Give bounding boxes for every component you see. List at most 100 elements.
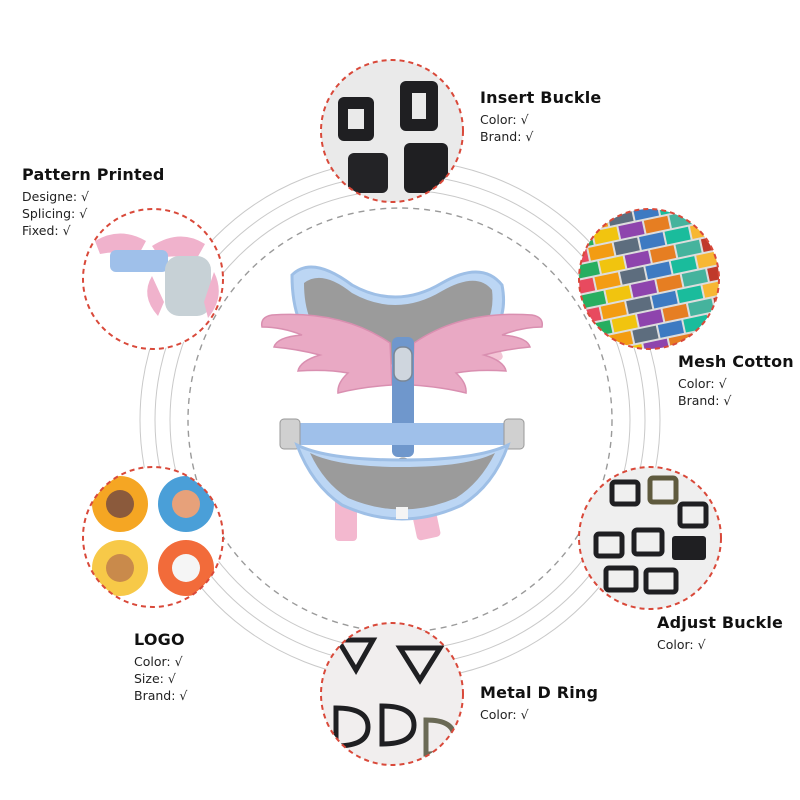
feature-detail: Brand: √ <box>678 393 732 408</box>
slider-buckle <box>609 479 641 507</box>
feature-detail: Color: √ <box>657 637 706 652</box>
fabric-swatch <box>687 298 715 317</box>
feature-title: Insert Buckle <box>480 88 602 107</box>
pattern-printed-photo <box>82 208 224 350</box>
fabric-swatch <box>637 309 664 327</box>
logo-photo <box>82 466 224 608</box>
d-ring-piece <box>379 703 417 747</box>
fabric-swatch <box>613 237 640 256</box>
fabric-swatch <box>599 255 626 274</box>
fabric-swatch <box>594 272 621 291</box>
slider-buckle <box>643 567 679 595</box>
feature-detail: Color: √ <box>678 376 727 391</box>
insert-buckle-photo <box>320 59 464 203</box>
fabric-swatch <box>656 274 683 293</box>
fabric-swatch <box>694 327 719 346</box>
slider-buckle <box>603 565 639 593</box>
mini-harness <box>165 256 211 316</box>
mini-wing <box>147 276 164 316</box>
fabric-swatch <box>626 296 653 314</box>
fabric-swatch <box>592 226 620 245</box>
fabric-swatch <box>676 285 704 304</box>
fabric-swatch <box>689 221 717 240</box>
fabric-swatch <box>579 277 596 296</box>
fabric-swatch <box>611 314 638 333</box>
buckle-piece <box>404 143 448 193</box>
fabric-swatch <box>675 239 702 258</box>
fabric-swatch <box>592 349 618 352</box>
buckle-piece <box>348 153 388 193</box>
chest-strap <box>292 423 512 445</box>
feature-detail: Brand: √ <box>480 129 534 144</box>
fabric-swatch <box>694 209 719 223</box>
fabric-swatch <box>605 285 632 304</box>
feature-detail: Size: √ <box>134 671 176 686</box>
feature-metal-d-ring: Metal D Ring Color: √ <box>480 683 598 723</box>
fabric-swatch <box>664 226 691 245</box>
slider-buckle <box>647 475 679 505</box>
feature-title: LOGO <box>134 630 185 649</box>
d-ring-piece <box>333 637 378 675</box>
fabric-swatch <box>579 219 583 237</box>
side-buckle <box>503 418 525 450</box>
mesh-cotton-photo <box>578 208 722 352</box>
fabric-swatch <box>720 322 722 340</box>
slider-buckle <box>677 501 709 529</box>
feature-title: Adjust Buckle <box>657 613 784 632</box>
fabric-swatch <box>579 290 607 309</box>
feature-detail: Color: √ <box>480 707 529 722</box>
feature-adjust-buckle: Adjust Buckle Color: √ <box>657 613 783 653</box>
feature-detail: Brand: √ <box>134 688 188 703</box>
feature-insert-buckle: Insert Buckle Color: √ Brand: √ <box>480 88 601 145</box>
side-buckle <box>279 418 301 450</box>
fabric-swatch <box>639 232 666 250</box>
feature-detail: Fixed: √ <box>22 223 71 238</box>
fabric-swatch <box>662 303 689 322</box>
fabric-swatch <box>581 336 608 349</box>
fabric-swatch <box>670 256 697 274</box>
fabric-swatch <box>600 301 627 320</box>
fabric-swatch <box>643 338 670 349</box>
fabric-swatch <box>643 215 670 234</box>
fabric-swatch <box>588 242 615 261</box>
left-wing <box>260 313 393 394</box>
fabric-swatch <box>651 290 678 309</box>
fabric-swatch <box>681 269 708 287</box>
feature-detail: Splicing: √ <box>22 206 88 221</box>
mini-harness <box>110 250 168 272</box>
feature-detail: Color: √ <box>480 112 529 127</box>
feature-pattern-printed: Pattern Printed Designe: √ Splicing: √ F… <box>22 165 165 239</box>
feature-detail: Designe: √ <box>22 189 89 204</box>
feature-detail: Color: √ <box>134 654 183 669</box>
adjust-buckle-photo <box>578 466 722 610</box>
metal-d-ring-photo <box>320 622 464 766</box>
feature-mesh-cotton: Mesh Cotton Color: √ Brand: √ <box>678 352 794 409</box>
fabric-swatch <box>683 209 710 210</box>
fabric-swatch <box>624 250 651 269</box>
fabric-swatch <box>632 325 659 344</box>
fabric-swatch <box>618 221 645 239</box>
fabric-swatch <box>579 261 600 280</box>
right-wing <box>411 313 544 394</box>
fabric-swatch <box>645 261 672 280</box>
slider-buckle <box>593 531 625 559</box>
feature-title: Mesh Cotton <box>678 352 794 371</box>
fabric-swatch <box>707 263 719 282</box>
slider-buckle <box>631 527 665 557</box>
brand-tag <box>393 346 413 382</box>
size-label <box>396 507 408 519</box>
fabric-swatch <box>657 320 684 338</box>
feature-title: Pattern Printed <box>22 165 165 184</box>
fabric-swatch <box>619 266 647 285</box>
d-ring-piece <box>395 645 445 685</box>
slider-buckle <box>672 536 706 560</box>
feature-title: Metal D Ring <box>480 683 599 702</box>
harness-product-image <box>260 265 544 541</box>
d-ring-piece <box>333 705 371 749</box>
mini-wing <box>204 272 219 318</box>
fabric-swatch <box>632 209 660 221</box>
fabric-swatch <box>630 279 658 298</box>
feature-logo: LOGO Color: √ Size: √ Brand: √ <box>134 630 187 704</box>
fabric-swatch <box>702 280 719 298</box>
